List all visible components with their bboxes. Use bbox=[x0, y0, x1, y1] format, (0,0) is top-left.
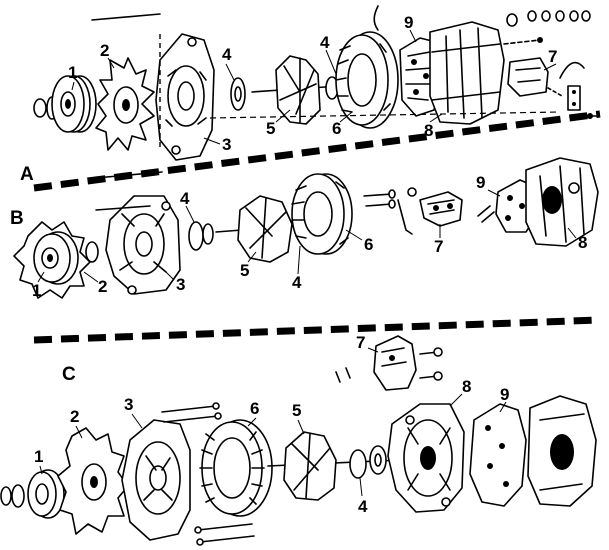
callout-4: 4 bbox=[180, 189, 190, 208]
callout-9: 9 bbox=[500, 385, 509, 404]
callout-4: 4 bbox=[222, 45, 232, 64]
callout-5: 5 bbox=[292, 401, 301, 420]
callout-4: 4 bbox=[320, 33, 330, 52]
pulley bbox=[51, 75, 97, 133]
pulley-fan bbox=[13, 221, 99, 299]
callout-8: 8 bbox=[424, 121, 433, 140]
callout-2: 2 bbox=[100, 41, 109, 60]
brush-holder-regulator bbox=[419, 191, 463, 227]
through-bolts bbox=[161, 402, 255, 546]
callout-7: 7 bbox=[434, 237, 443, 256]
leader-lines bbox=[37, 29, 577, 497]
callout-3: 3 bbox=[222, 135, 231, 154]
nut bbox=[33, 98, 47, 118]
section-label-a: A bbox=[20, 164, 34, 185]
section-divider bbox=[33, 110, 601, 192]
section-c-assembly bbox=[0, 335, 597, 546]
bearing bbox=[188, 221, 204, 251]
callout-5: 5 bbox=[240, 261, 249, 280]
bearing bbox=[230, 77, 246, 111]
fan bbox=[95, 57, 155, 151]
section-label-c: C bbox=[62, 364, 76, 385]
slip-ring-end-housing bbox=[429, 21, 505, 125]
rear-cover bbox=[527, 395, 597, 507]
section-a-assembly bbox=[33, 5, 597, 179]
through-bolt bbox=[95, 205, 151, 211]
fan bbox=[57, 427, 129, 535]
callouts-section-b: 1 2 3 4 4 5 6 7 8 9 bbox=[32, 173, 587, 300]
rotor bbox=[251, 55, 350, 125]
callout-4: 4 bbox=[358, 497, 368, 516]
drive-end-housing bbox=[121, 419, 191, 541]
through-bolt bbox=[91, 13, 161, 21]
nut bbox=[0, 486, 12, 506]
callout-3: 3 bbox=[176, 275, 185, 294]
section-labels: A B C bbox=[10, 164, 76, 385]
callouts-section-c: 1 2 3 4 5 6 7 8 9 bbox=[34, 333, 509, 516]
stator bbox=[291, 173, 396, 255]
callout-1: 1 bbox=[32, 281, 41, 300]
callout-9: 9 bbox=[404, 13, 413, 32]
callout-4: 4 bbox=[292, 273, 302, 292]
callout-6: 6 bbox=[332, 119, 341, 138]
section-label-b: B bbox=[10, 208, 24, 229]
slip-ring-end-housing bbox=[387, 403, 465, 513]
callout-2: 2 bbox=[98, 277, 107, 296]
bearing bbox=[349, 449, 367, 479]
drive-end-housing bbox=[155, 33, 215, 161]
drive-end-housing bbox=[105, 195, 181, 295]
washer bbox=[11, 484, 25, 508]
callout-9: 9 bbox=[476, 173, 485, 192]
stator bbox=[199, 419, 273, 517]
callout-3: 3 bbox=[124, 395, 133, 414]
section-b-assembly bbox=[13, 157, 599, 299]
slip-ring-end-housing bbox=[525, 157, 599, 247]
callout-7: 7 bbox=[356, 333, 365, 352]
rectifier bbox=[469, 403, 527, 507]
callout-1: 1 bbox=[68, 63, 77, 82]
callout-6: 6 bbox=[250, 399, 259, 418]
callout-8: 8 bbox=[578, 233, 587, 252]
callouts-section-a: 1 2 3 4 4 5 6 7 8 9 bbox=[68, 13, 557, 154]
callout-6: 6 bbox=[364, 235, 373, 254]
callout-1: 1 bbox=[34, 447, 43, 466]
pulley bbox=[27, 469, 65, 519]
callout-5: 5 bbox=[266, 119, 275, 138]
callout-2: 2 bbox=[70, 407, 79, 426]
callout-8: 8 bbox=[462, 377, 471, 396]
section-divider bbox=[33, 316, 601, 344]
small-hardware bbox=[503, 10, 591, 45]
brush-holder-regulator bbox=[507, 57, 597, 119]
brush-holder-regulator bbox=[335, 335, 443, 391]
callout-7: 7 bbox=[548, 47, 557, 66]
stator bbox=[335, 5, 399, 129]
